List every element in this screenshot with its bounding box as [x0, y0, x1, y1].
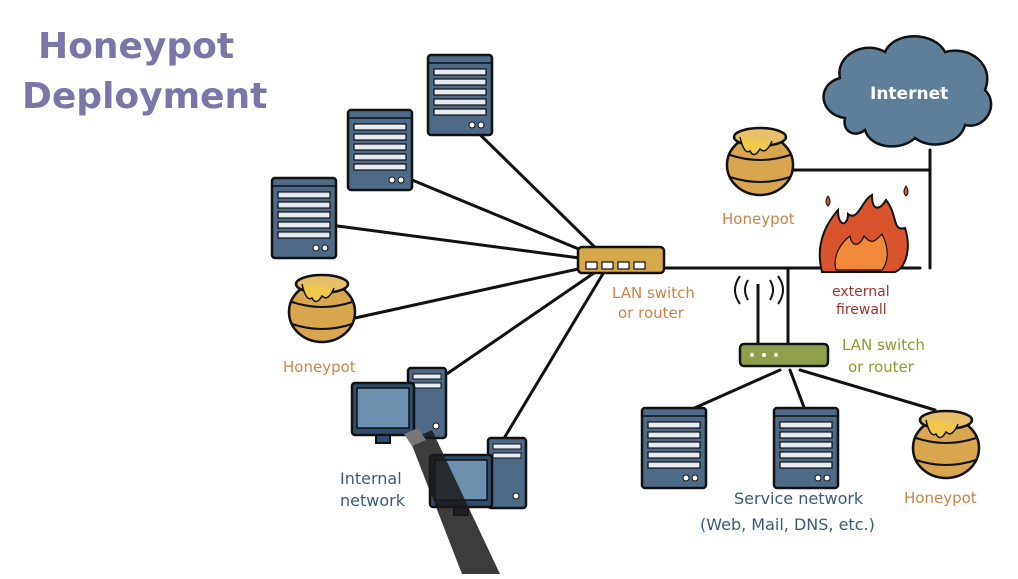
server-icon — [270, 176, 338, 260]
fire-icon — [818, 185, 909, 273]
wifi-router-icon — [734, 275, 830, 368]
internet-label: Internet — [870, 84, 948, 104]
computer-tower-icon — [486, 436, 528, 510]
main-switch-label-line2: or router — [618, 304, 685, 322]
honeypot-icon — [287, 273, 357, 344]
honeypot-top-label: Honeypot — [722, 210, 795, 228]
honeypot-left-label: Honeypot — [283, 358, 356, 376]
honeypot-icon — [725, 126, 795, 197]
internet-cloud: Internet — [822, 35, 993, 148]
firewall-label-line2: firewall — [836, 302, 887, 318]
server-icon — [426, 53, 494, 137]
title-line-2: Deployment — [22, 76, 267, 117]
honeypot-right-label: Honeypot — [904, 489, 977, 507]
server-icon — [772, 406, 840, 490]
title-line-1: Honeypot — [38, 26, 234, 67]
firewall-label-line1: external — [832, 284, 890, 300]
internal-network-label-line1: Internal — [340, 469, 402, 488]
internal-network-label-line2: network — [340, 491, 406, 510]
pen-icon — [404, 428, 500, 574]
main-switch-icon — [576, 245, 666, 275]
server-icon — [640, 406, 708, 490]
service-switch-label-line1: LAN switch — [842, 336, 925, 354]
honeypot-icon — [911, 409, 981, 480]
service-network-label-line1: Service network — [734, 489, 864, 508]
main-switch-label-line1: LAN switch — [612, 284, 695, 302]
network-links — [328, 113, 937, 447]
service-switch-label-line2: or router — [848, 358, 915, 376]
service-network-label-line2: (Web, Mail, DNS, etc.) — [700, 515, 875, 534]
server-icon — [346, 108, 414, 192]
